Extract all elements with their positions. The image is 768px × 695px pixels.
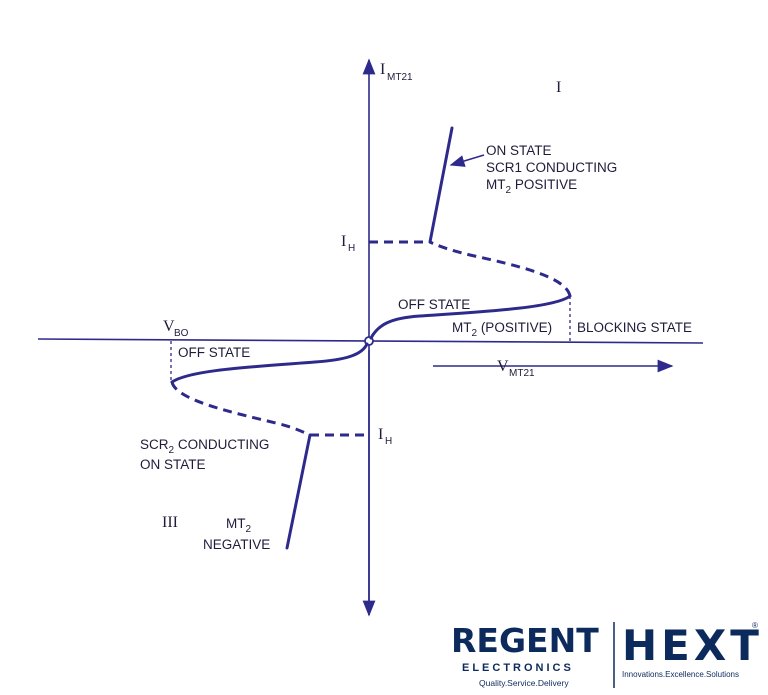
- svg-text:HEXT: HEXT: [622, 621, 763, 670]
- y-axis-label: I MT21: [380, 61, 413, 83]
- off-state-label-q1: OFF STATE: [398, 297, 470, 312]
- on-state-pointer-arrow: [449, 154, 485, 167]
- off-state-curve-q1: [369, 294, 572, 340]
- svg-text:H: H: [348, 243, 355, 254]
- svg-text:ELECTRONICS: ELECTRONICS: [462, 662, 574, 674]
- on-state-label-q3: ON STATE: [140, 457, 206, 472]
- holding-current-label-top: I H: [341, 233, 355, 254]
- regent-electronics-logo: REGENT ELECTRONICS Quality.Service.Deliv…: [451, 621, 599, 688]
- quadrant-3-label: III: [162, 514, 178, 531]
- svg-text:I: I: [341, 233, 346, 250]
- on-state-line-q1: [428, 126, 454, 244]
- svg-text:MT21: MT21: [387, 72, 413, 83]
- holding-current-label-bottom: I H: [378, 426, 392, 447]
- negative-resistance-dashed-q3: [170, 381, 311, 437]
- mt2-negative-label-top: MT2: [226, 516, 252, 535]
- svg-text:Innovations.Excellence.Solutio: Innovations.Excellence.Solutions: [622, 670, 739, 679]
- scr1-conducting-label: SCR1 CONDUCTING: [486, 160, 617, 175]
- x-axis-label: V MT21: [497, 358, 535, 379]
- svg-text:I: I: [378, 426, 383, 443]
- hext-logo: HEXT ® Innovations.Excellence.Solutions: [622, 621, 763, 679]
- mt2-positive-paren-label: MT2 (POSITIVE): [452, 320, 552, 339]
- svg-text:MT21: MT21: [509, 368, 535, 379]
- negative-resistance-dashed-q1: [429, 240, 572, 297]
- svg-text:®: ®: [752, 621, 758, 630]
- off-state-label-q3: OFF STATE: [178, 345, 250, 360]
- on-state-line-q3: [285, 433, 312, 550]
- svg-text:I: I: [380, 61, 385, 78]
- svg-text:BO: BO: [174, 328, 189, 339]
- breakover-voltage-label: V BO: [163, 318, 189, 339]
- mt2-negative-label-bottom: NEGATIVE: [203, 537, 270, 552]
- mt2-positive-label: MT2 POSITIVE: [486, 177, 577, 196]
- svg-text:V: V: [497, 358, 509, 375]
- off-state-curve-q3: [170, 342, 369, 384]
- svg-text:H: H: [385, 436, 392, 447]
- svg-text:V: V: [163, 318, 175, 335]
- svg-text:Quality.Service.Delivery: Quality.Service.Delivery: [479, 678, 569, 688]
- quadrant-1-label: I: [556, 79, 561, 96]
- svg-text:REGENT: REGENT: [451, 621, 599, 660]
- scr2-conducting-label: SCR2 CONDUCTING: [140, 437, 269, 456]
- blocking-state-label: BLOCKING STATE: [577, 320, 692, 335]
- on-state-label-q1: ON STATE: [486, 143, 552, 158]
